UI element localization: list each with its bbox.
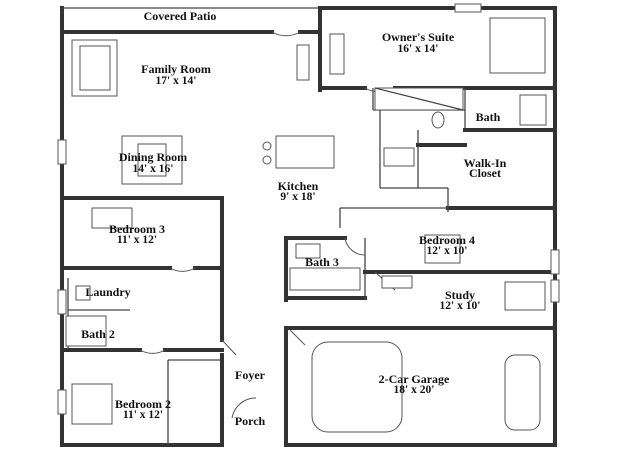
- room-size-dining-room: 14' x 16': [133, 163, 174, 175]
- room-name-laundry: Laundry: [85, 285, 130, 299]
- exterior-walls: [60, 6, 557, 447]
- room-name-porch: Porch: [235, 414, 266, 428]
- bed-icon: [489, 17, 546, 74]
- fixtures: [65, 17, 547, 433]
- room-size-owners-suite: 16' x 14': [398, 43, 439, 55]
- room-name-walk-in-closet-line2: Closet: [469, 166, 501, 180]
- room-name-family-room: Family Room: [141, 62, 211, 76]
- room-name-bedroom-3: Bedroom 3: [109, 222, 165, 236]
- room-size-bedroom-2: 11' x 12': [123, 409, 163, 421]
- room-size-garage: 18' x 20': [394, 384, 435, 396]
- room-name-bath: Bath: [476, 110, 501, 124]
- room-name-covered-patio: Covered Patio: [144, 9, 217, 23]
- bed-icon-br2: [71, 383, 113, 425]
- room-name-walk-in-closet: Walk-In: [464, 156, 507, 170]
- bed-icon-br4: [424, 234, 461, 264]
- room-name-bath-2: Bath 2: [81, 327, 115, 341]
- windows: [57, 3, 560, 415]
- room-size-bedroom-4: 12' x 10': [427, 245, 468, 257]
- room-name-kitchen: Kitchen: [278, 179, 319, 193]
- room-size-bedroom-3: 11' x 12': [117, 234, 157, 246]
- bed-icon-br3: [91, 207, 133, 229]
- room-name-dining-room: Dining Room: [119, 150, 187, 164]
- room-size-family-room: 17' x 14': [156, 75, 197, 87]
- room-name-foyer: Foyer: [235, 368, 266, 382]
- room-name-study: Study: [445, 288, 475, 302]
- car-icon: [504, 354, 541, 431]
- room-name-garage: 2-Car Garage: [379, 372, 450, 386]
- room-size-kitchen: 9' x 18': [280, 191, 315, 203]
- room-name-bath-3: Bath 3: [305, 255, 339, 269]
- room-name-bedroom-4: Bedroom 4: [419, 233, 475, 247]
- room-labels: Covered Patio Owner's Suite 16' x 14' Fa…: [81, 9, 507, 428]
- room-size-study: 12' x 10': [440, 300, 481, 312]
- room-name-owners-suite: Owner's Suite: [382, 30, 455, 44]
- room-name-bedroom-2: Bedroom 2: [115, 397, 171, 411]
- kitchen-island-icon: [275, 135, 335, 169]
- desk-icon: [504, 281, 546, 311]
